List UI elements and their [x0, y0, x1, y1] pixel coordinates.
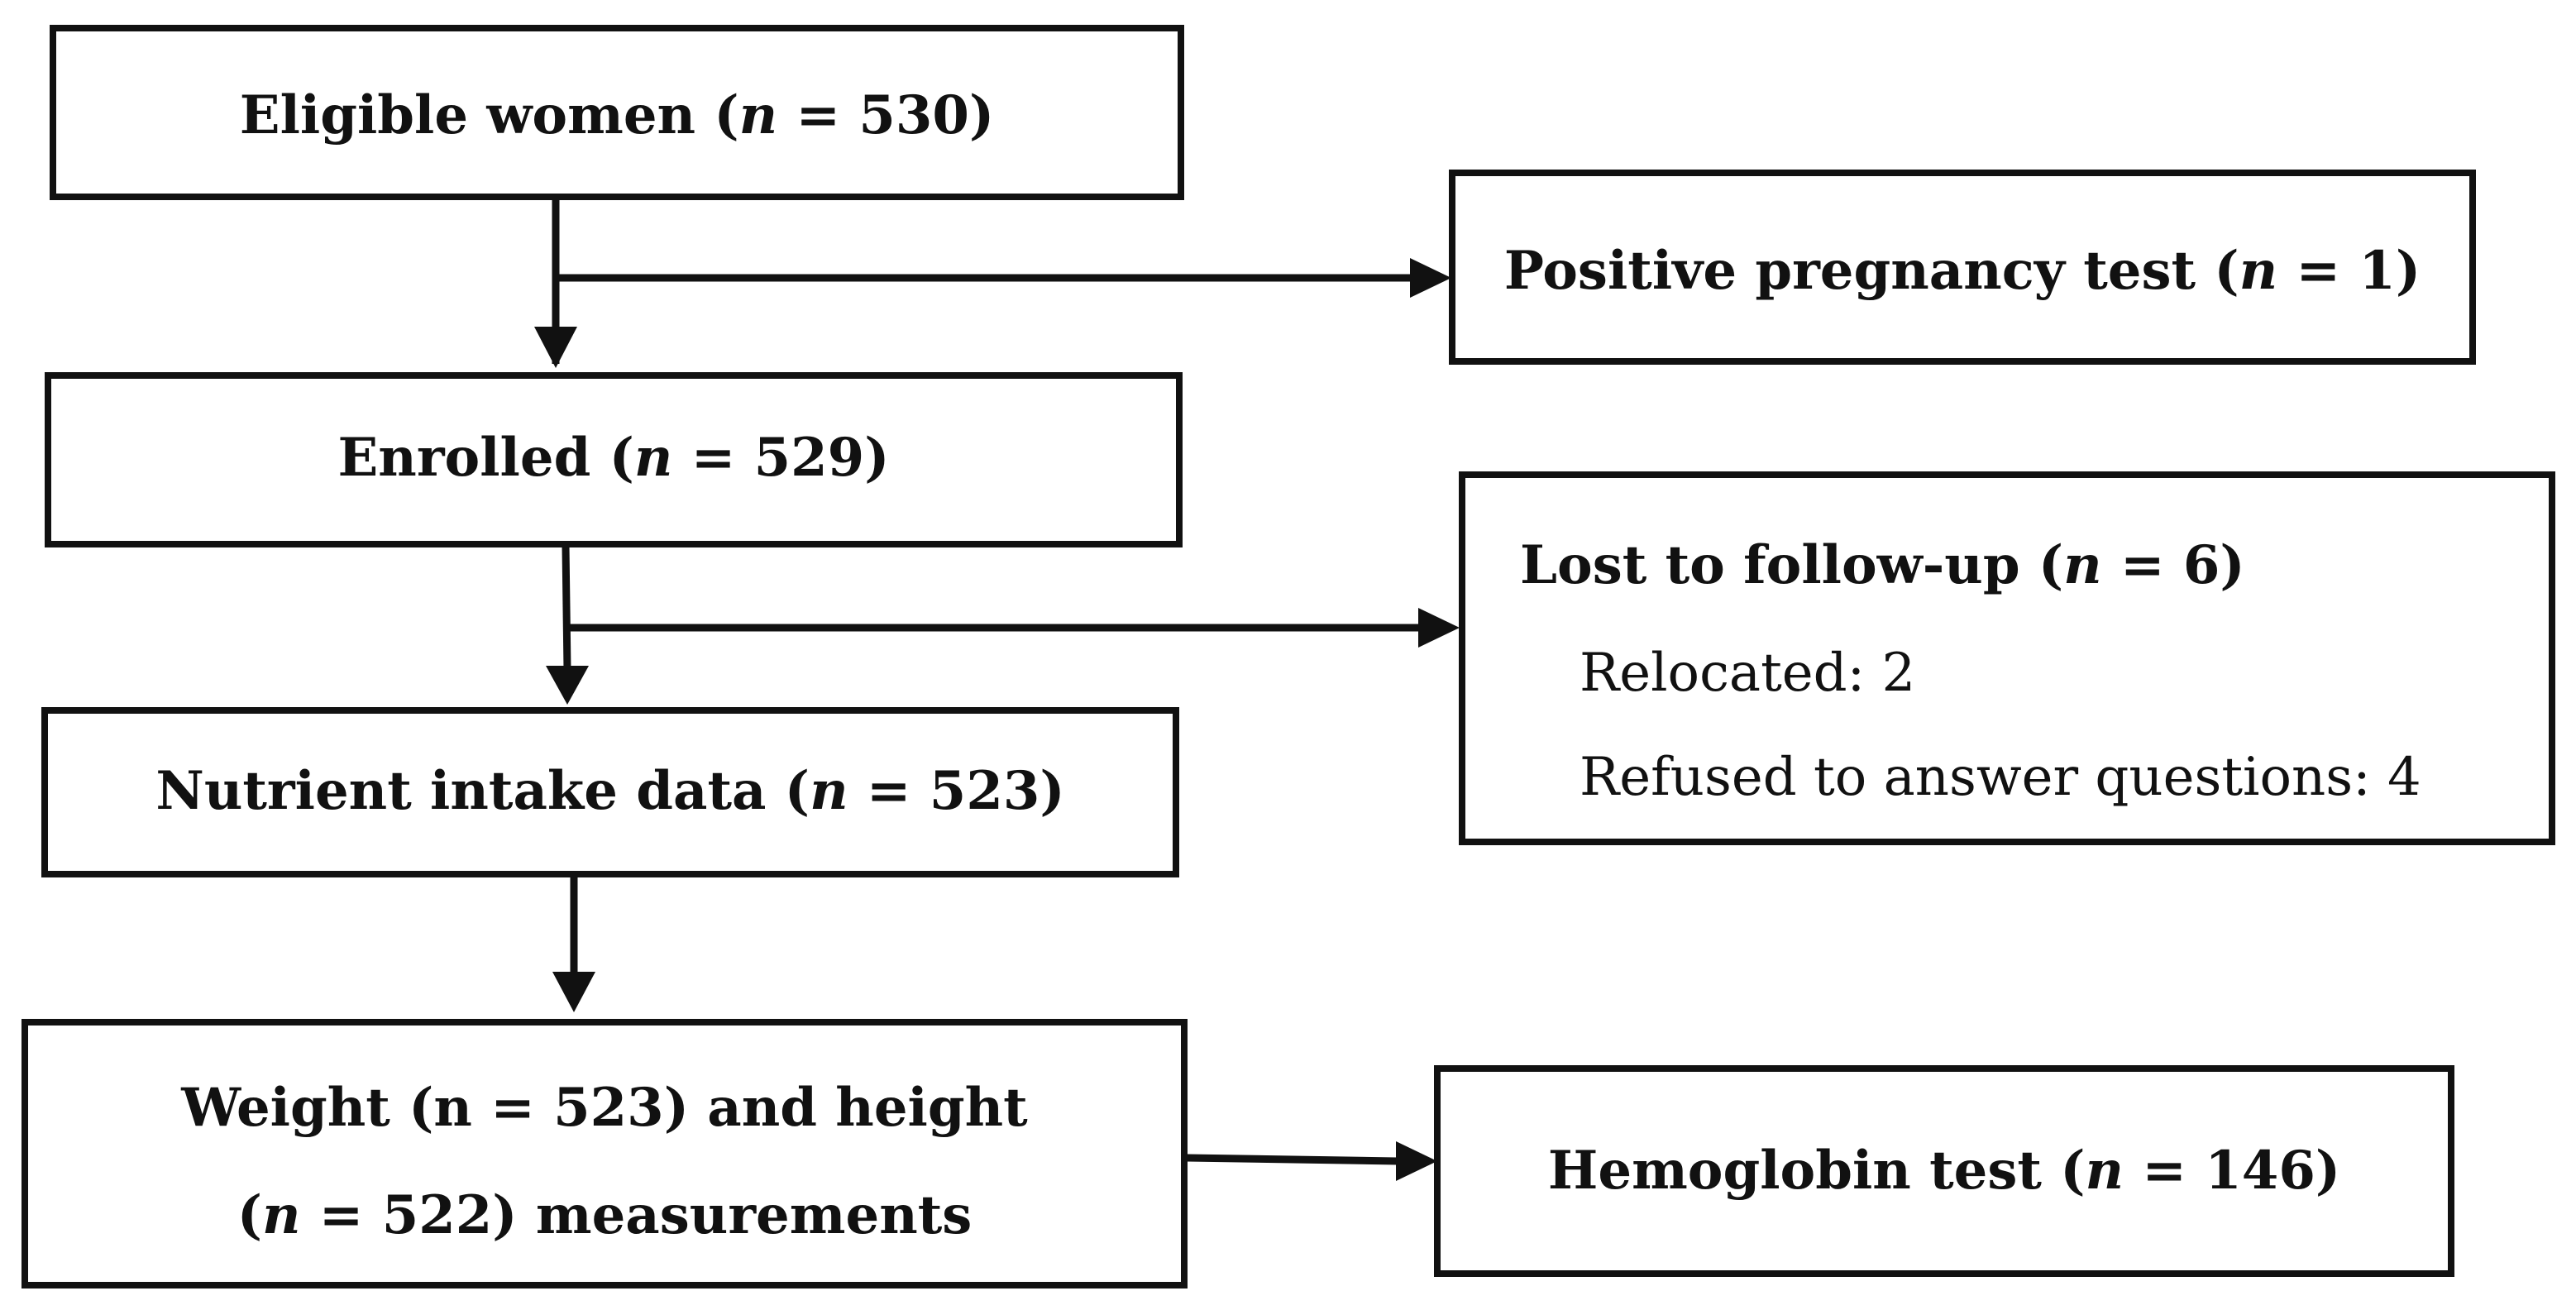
- enrolled-n: n: [633, 427, 673, 489]
- measurements-line-2: (n = 522) measurements: [28, 1183, 1181, 1249]
- arrowhead-nutrient-to-measurements: [552, 972, 595, 1012]
- enrolled-text: Enrolled (: [337, 427, 634, 489]
- measurements-line-1: Weight (n = 523) and height: [181, 1077, 1028, 1139]
- arrow-enrolled-to-nutrient: [562, 545, 571, 671]
- measurements-line-2-open: (: [237, 1184, 262, 1246]
- arrowhead-enrolled-to-nutrient: [546, 666, 589, 705]
- pregnancy-test-text: Positive pregnancy test (: [1503, 240, 2239, 302]
- pregnancy-test-n: n: [2239, 240, 2278, 302]
- lost-followup-title: Lost to follow-up (n = 6): [1520, 533, 2245, 599]
- hemoglobin-text: Hemoglobin test (: [1547, 1140, 2086, 1202]
- enrolled-label: Enrolled (n = 529): [51, 425, 1176, 491]
- measurements-line-2-text: = 522) measurements: [300, 1184, 973, 1246]
- pregnancy-test-label: Positive pregnancy test (n = 1): [1455, 238, 2469, 304]
- nutrient-intake-label: Nutrient intake data (n = 523): [48, 758, 1173, 825]
- eligible-women-count: = 530): [777, 84, 995, 146]
- measurements-box: Weight (n = 523) and height (n = 522) me…: [22, 1019, 1188, 1288]
- eligible-women-box: Eligible women (n = 530): [50, 25, 1184, 200]
- arrowhead-to-lost-followup: [1418, 608, 1460, 648]
- eligible-women-text: Eligible women (: [239, 84, 739, 146]
- lost-followup-box: Lost to follow-up (n = 6) Relocated: 2 R…: [1459, 471, 2555, 845]
- arrowhead-to-hemoglobin: [1396, 1141, 1437, 1181]
- enrolled-count: = 529): [672, 427, 890, 489]
- nutrient-intake-count: = 523): [848, 760, 1065, 822]
- hemoglobin-n: n: [2085, 1140, 2124, 1202]
- hemoglobin-count: = 146): [2124, 1140, 2341, 1202]
- pregnancy-test-count: = 1): [2277, 240, 2421, 302]
- lost-reason-relocated: Relocated: 2: [1580, 643, 1916, 704]
- measurements-n: n: [261, 1184, 301, 1246]
- nutrient-intake-text: Nutrient intake data (: [155, 760, 810, 822]
- eligible-women-n: n: [738, 84, 778, 146]
- hemoglobin-box: Hemoglobin test (n = 146): [1434, 1065, 2454, 1277]
- nutrient-intake-box: Nutrient intake data (n = 523): [41, 707, 1179, 877]
- lost-followup-text: Lost to follow-up (: [1520, 534, 2064, 596]
- arrowhead-to-pregnancy-test: [1410, 258, 1451, 298]
- hemoglobin-label: Hemoglobin test (n = 146): [1441, 1138, 2448, 1204]
- arrow-to-hemoglobin: [1186, 1154, 1398, 1165]
- enrolled-box: Enrolled (n = 529): [45, 372, 1183, 547]
- arrowhead-eligible-to-enrolled: [534, 327, 577, 368]
- lost-reason-refused: Refused to answer questions: 4: [1580, 747, 2421, 808]
- nutrient-intake-n: n: [810, 760, 848, 822]
- pregnancy-test-box: Positive pregnancy test (n = 1): [1449, 170, 2476, 365]
- lost-followup-n: n: [2063, 534, 2102, 596]
- lost-followup-count: = 6): [2101, 534, 2245, 596]
- eligible-women-label: Eligible women (n = 530): [56, 83, 1178, 149]
